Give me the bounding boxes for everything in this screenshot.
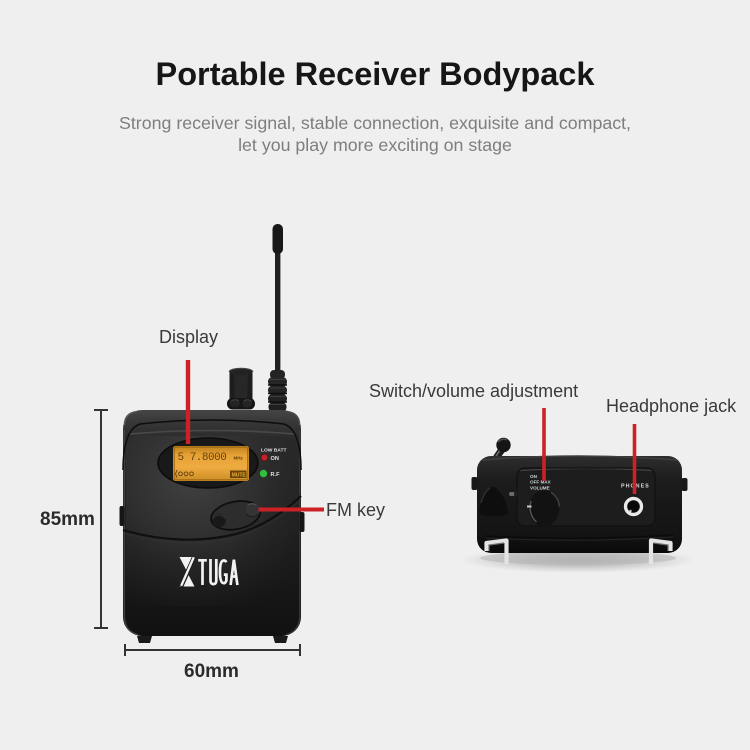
- svg-text:MHz: MHz: [234, 456, 244, 461]
- svg-text:ON: ON: [271, 456, 279, 462]
- svg-text:MUTE: MUTE: [232, 473, 247, 479]
- svg-text:VOLUME: VOLUME: [530, 486, 550, 491]
- svg-text:OFF MAX: OFF MAX: [530, 480, 552, 485]
- svg-text:ON: ON: [530, 474, 538, 479]
- svg-text:LOW BATT: LOW BATT: [261, 448, 286, 454]
- svg-text:5 7.8000: 5 7.8000: [178, 452, 227, 464]
- svg-text:R.F: R.F: [271, 472, 281, 478]
